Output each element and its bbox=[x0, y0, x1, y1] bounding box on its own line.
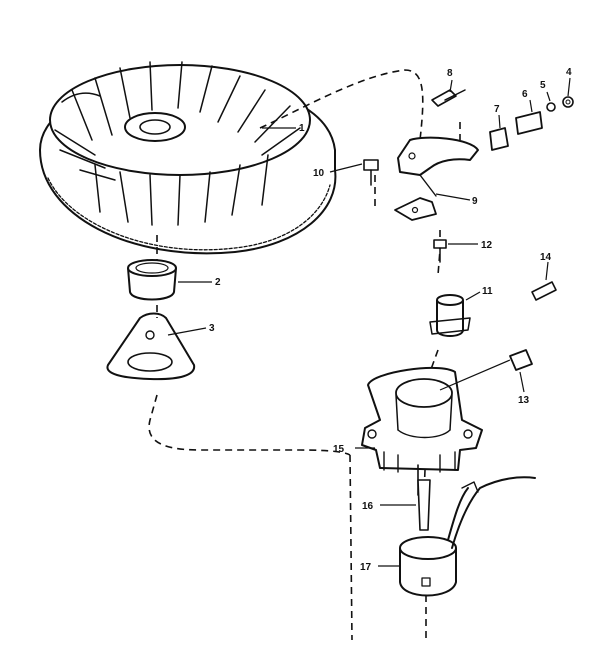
part-labels: 1 2 3 4 5 6 7 8 9 10 11 12 13 14 15 16 1… bbox=[209, 67, 572, 573]
assembly-lines bbox=[148, 69, 461, 641]
coil-housing bbox=[361, 366, 483, 496]
label-part-15: 15 bbox=[333, 444, 345, 455]
label-part-1: 1 bbox=[299, 123, 305, 134]
label-part-3: 3 bbox=[209, 323, 215, 334]
coil-bracket bbox=[397, 136, 479, 197]
label-part-14: 14 bbox=[540, 252, 552, 263]
condenser bbox=[429, 294, 471, 337]
bolt bbox=[431, 89, 466, 107]
clip bbox=[531, 281, 557, 301]
leader-lines bbox=[167, 77, 571, 567]
label-part-9: 9 bbox=[472, 196, 478, 207]
ignition-coil bbox=[399, 476, 536, 597]
label-part-12: 12 bbox=[481, 240, 493, 251]
screw-small bbox=[433, 239, 447, 263]
label-part-16: 16 bbox=[362, 501, 374, 512]
label-part-5: 5 bbox=[540, 80, 546, 91]
pad bbox=[509, 349, 533, 371]
label-part-2: 2 bbox=[215, 277, 221, 288]
label-part-11: 11 bbox=[482, 286, 493, 297]
starter-washer bbox=[106, 312, 196, 381]
label-part-4: 4 bbox=[566, 67, 572, 78]
pin bbox=[417, 479, 431, 531]
label-part-10: 10 bbox=[313, 168, 325, 179]
label-part-8: 8 bbox=[447, 68, 453, 79]
bushing bbox=[127, 259, 177, 301]
screw bbox=[363, 159, 379, 186]
contact-points bbox=[489, 96, 574, 151]
label-part-13: 13 bbox=[518, 395, 530, 406]
flywheel-fins bbox=[54, 61, 301, 226]
label-part-6: 6 bbox=[522, 89, 528, 100]
point-arm bbox=[394, 197, 437, 221]
label-part-7: 7 bbox=[494, 104, 500, 115]
label-part-17: 17 bbox=[360, 562, 372, 573]
flywheel bbox=[39, 61, 337, 255]
